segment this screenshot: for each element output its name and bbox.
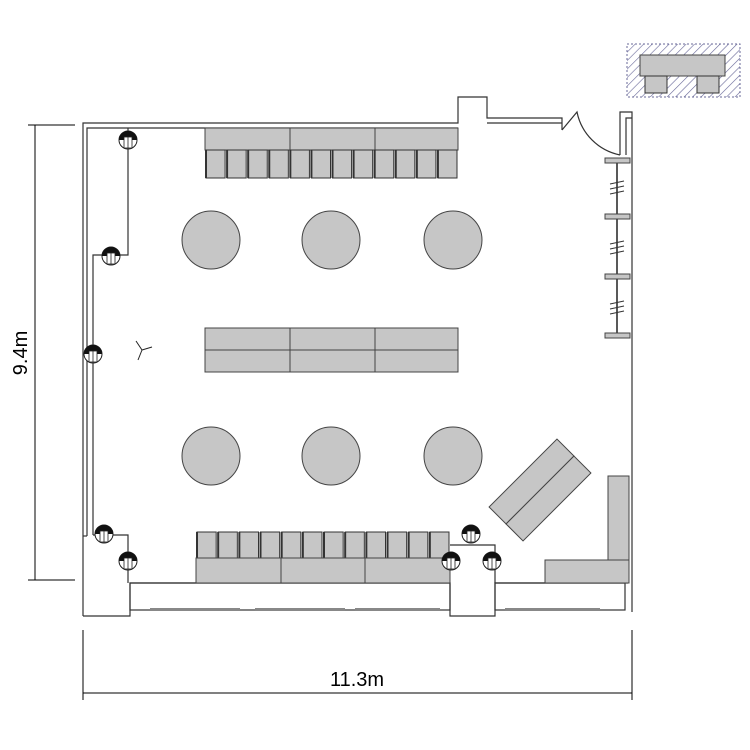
chair [395,149,416,179]
width-dimension: 11.3m [82,630,633,700]
pillar-light-icon [83,344,103,364]
pillar-light-icon [101,246,121,266]
pillar-light-icon [94,524,114,544]
round-table [181,426,241,486]
round-table [423,210,483,270]
window-strips [150,608,600,611]
door[interactable] [561,110,621,156]
chair [353,149,374,179]
top-chairs [205,149,458,179]
chair [238,531,259,559]
round-table [423,426,483,486]
chair [323,531,344,559]
pillar-light-icon [482,551,502,571]
chair [416,149,437,179]
l-shaped-sofa [544,475,630,584]
chair [344,531,365,559]
wall-shelving [604,157,631,339]
middle-tables [204,327,459,373]
chair [332,149,353,179]
pillar-light-icon [118,551,138,571]
chair [226,149,247,179]
chair [217,531,238,559]
chair [408,531,429,559]
top-table-row [204,127,459,179]
chair [437,149,458,179]
round-table [301,426,361,486]
round-table [301,210,361,270]
chair [387,531,408,559]
chair [302,531,323,559]
chair [268,149,289,179]
legend-inset [626,43,741,98]
pillar-light-icon [441,551,461,571]
chair [365,531,387,559]
chair [289,149,310,179]
bottom-table-row [195,531,451,584]
chair [310,149,331,179]
height-label: 9.4m [10,331,32,375]
pillar-light-icon [461,524,481,544]
pillar-light-icon [118,130,138,150]
chair [281,531,302,559]
pillar-lights [83,130,502,571]
bottom-chairs [196,531,450,559]
angled-sofa [488,438,592,542]
chair [247,149,268,179]
height-dimension: 9.4m [10,124,75,581]
chair [205,149,226,179]
fan-icon [135,340,153,361]
chair [260,531,281,559]
chair [374,149,395,179]
round-table [181,210,241,270]
round-tables [181,210,483,486]
chair [196,531,217,559]
width-label: 11.3m [330,669,384,691]
